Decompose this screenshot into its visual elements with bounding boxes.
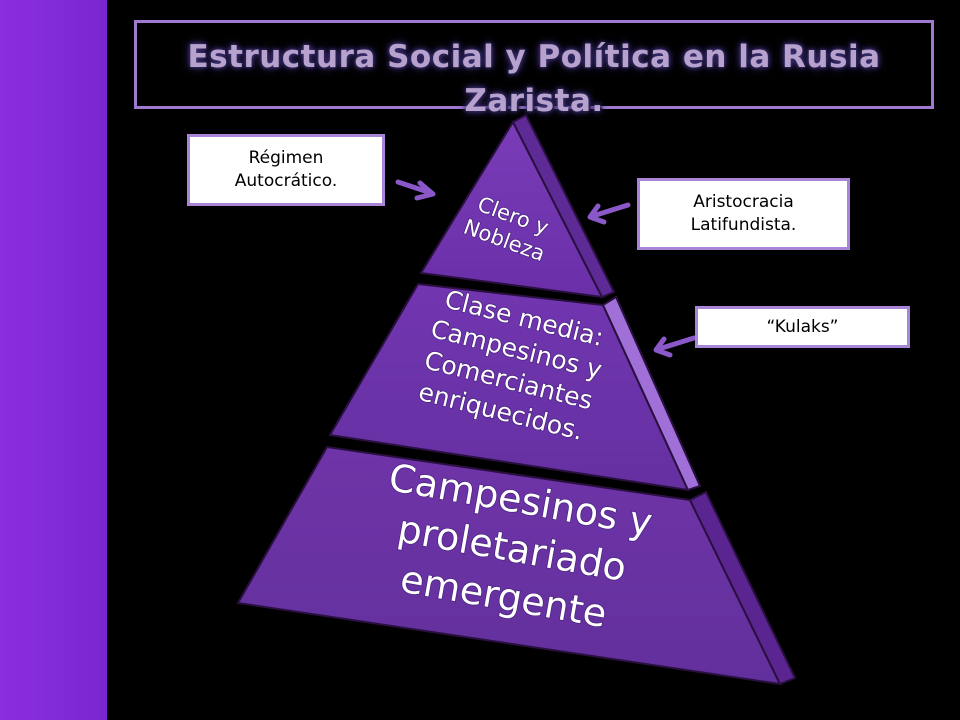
- title-line-1: Estructura Social y Política en la Rusia: [187, 38, 881, 75]
- arrow-kulaks: [653, 335, 697, 358]
- side-stripe: [0, 0, 107, 720]
- callout-aristocracia: Aristocracia Latifundista.: [637, 178, 850, 250]
- callout-kulaks-text: “Kulaks”: [766, 316, 839, 337]
- callout-kulaks: “Kulaks”: [695, 306, 910, 348]
- pyramid-side-bottom: [688, 490, 797, 686]
- arrow-aristocracia: [587, 202, 631, 225]
- title-box: Estructura Social y Política en la Rusia…: [134, 20, 934, 119]
- callout-aristocracia-line-1: Aristocracia: [693, 192, 794, 212]
- callout-regimen-line-1: Régimen: [248, 148, 324, 168]
- callout-regimen-line-2: Autocrático.: [234, 171, 338, 191]
- callout-regimen: Régimen Autocrático.: [187, 134, 385, 206]
- page-title: Estructura Social y Política en la Rusia…: [184, 35, 884, 123]
- arrow-regimen: [395, 179, 436, 201]
- title-line-2: Zarista.: [464, 82, 604, 119]
- callout-aristocracia-line-2: Latifundista.: [690, 215, 797, 235]
- pyramid-side-kulaks: [601, 295, 702, 492]
- pyramid-side-top: [511, 113, 616, 299]
